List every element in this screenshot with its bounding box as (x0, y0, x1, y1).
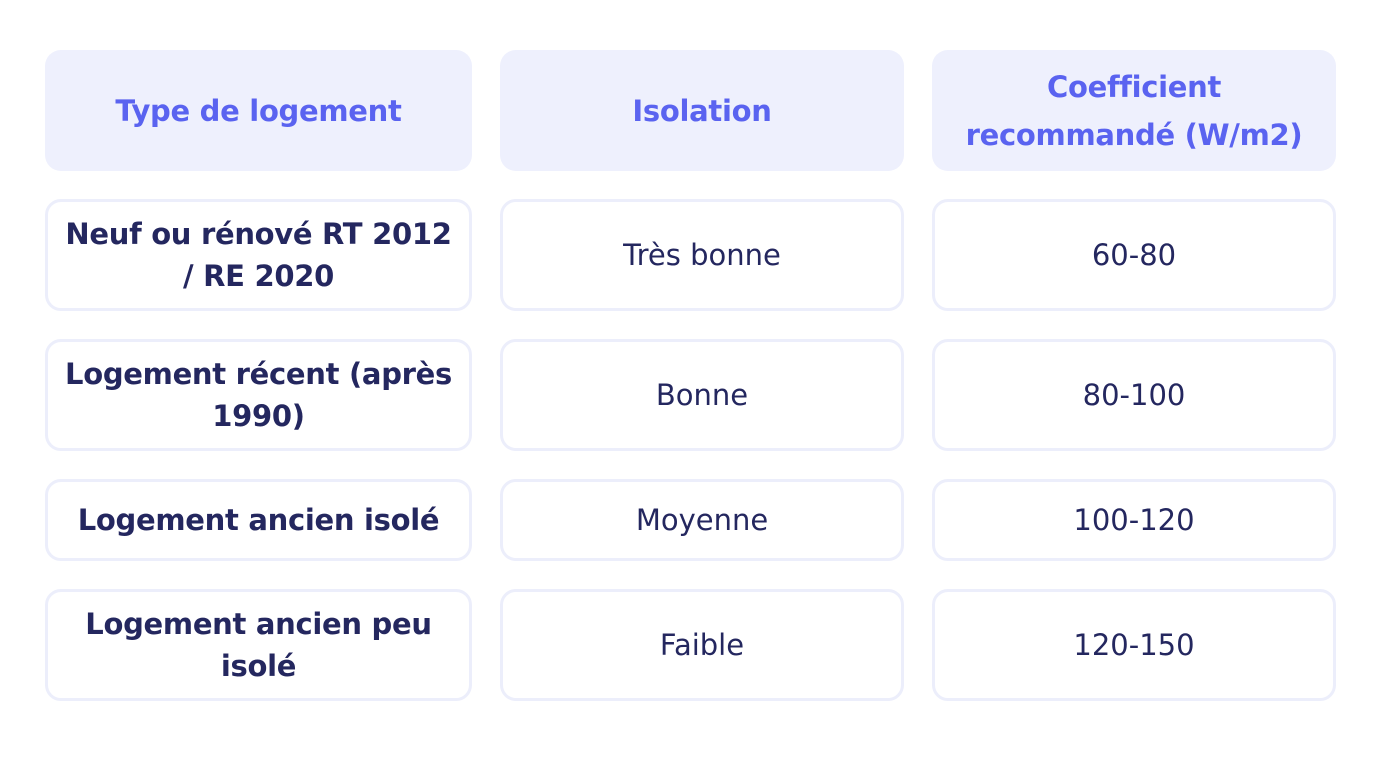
header-isolation: Isolation (500, 50, 904, 171)
row-3-type: Logement ancien isolé (45, 479, 472, 561)
row-4-type: Logement ancien peu isolé (45, 589, 472, 701)
row-2-coefficient: 80-100 (932, 339, 1336, 451)
header-coefficient: Coefficient recommandé (W/m2) (932, 50, 1336, 171)
row-1-isolation: Très bonne (500, 199, 904, 311)
header-type-de-logement: Type de logement (45, 50, 472, 171)
row-4-coefficient: 120-150 (932, 589, 1336, 701)
row-2-isolation: Bonne (500, 339, 904, 451)
row-1-coefficient: 60-80 (932, 199, 1336, 311)
row-3-isolation: Moyenne (500, 479, 904, 561)
row-4-isolation: Faible (500, 589, 904, 701)
row-3-coefficient: 100-120 (932, 479, 1336, 561)
row-1-type: Neuf ou rénové RT 2012 / RE 2020 (45, 199, 472, 311)
coefficient-table: Type de logement Isolation Coefficient r… (45, 50, 1336, 701)
row-2-type: Logement récent (après 1990) (45, 339, 472, 451)
